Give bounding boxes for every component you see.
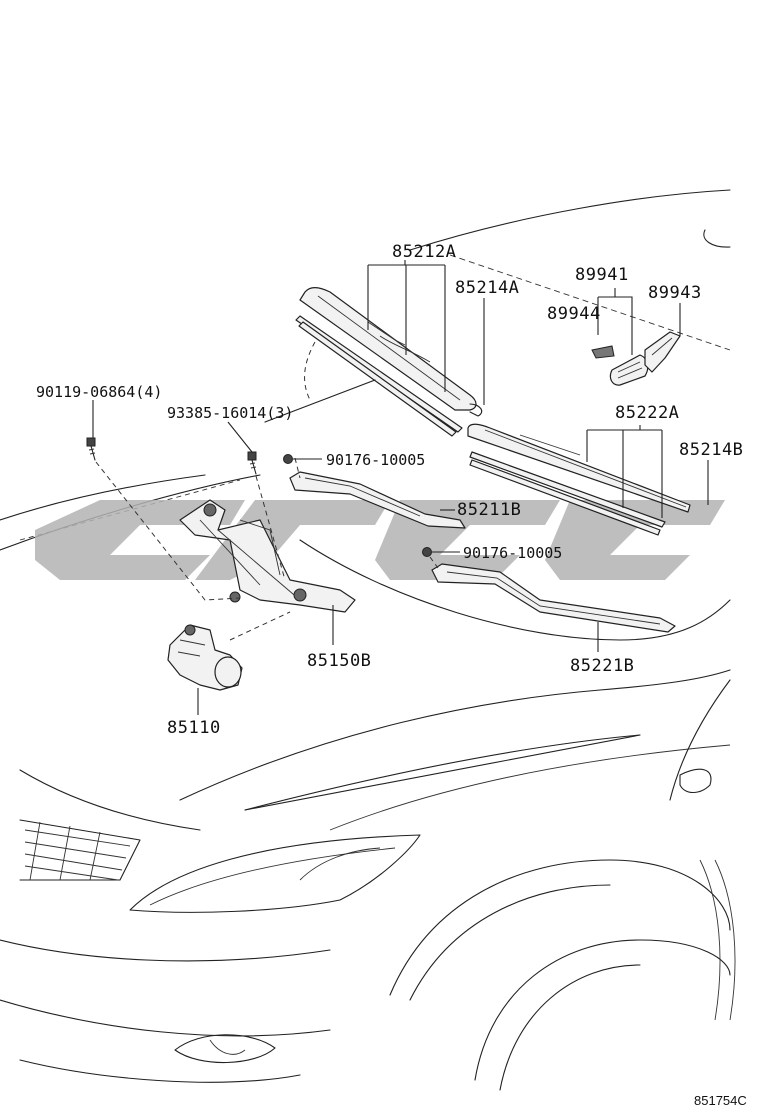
label-90176-b[interactable]: 90176-10005 bbox=[463, 544, 562, 562]
label-85221B[interactable]: 85221B bbox=[570, 656, 634, 676]
car-body-outline bbox=[0, 189, 736, 1091]
clip-89941[interactable] bbox=[609, 354, 649, 386]
bolt-icon[interactable] bbox=[247, 451, 257, 475]
wiper-blade-insert-85214A[interactable] bbox=[469, 403, 483, 417]
label-85214A[interactable]: 85214A bbox=[455, 278, 519, 298]
wiper-arm-85211B[interactable] bbox=[289, 471, 466, 529]
label-85211B[interactable]: 85211B bbox=[457, 500, 521, 520]
label-85214B[interactable]: 85214B bbox=[679, 440, 743, 460]
label-89943[interactable]: 89943 bbox=[648, 283, 702, 303]
wiper-blade-85222A[interactable] bbox=[467, 423, 691, 536]
label-90119[interactable]: 90119-06864(4) bbox=[36, 383, 162, 401]
label-89944[interactable]: 89944 bbox=[547, 304, 601, 324]
diagram-reference-code: 851754C bbox=[694, 1093, 747, 1108]
nut-icon[interactable] bbox=[422, 547, 432, 557]
assembly-lines bbox=[95, 341, 439, 641]
nut-icon[interactable] bbox=[283, 454, 293, 464]
clip-89943[interactable] bbox=[644, 331, 681, 373]
wiper-motor-85110[interactable] bbox=[167, 624, 243, 691]
wiper-arm-85221B[interactable] bbox=[431, 563, 676, 633]
leader-lines bbox=[92, 260, 709, 715]
wiper-blade-85212A[interactable] bbox=[295, 286, 477, 437]
label-85110[interactable]: 85110 bbox=[167, 718, 221, 738]
label-90176-a[interactable]: 90176-10005 bbox=[326, 451, 425, 469]
label-89941[interactable]: 89941 bbox=[575, 265, 629, 285]
clip-89944[interactable] bbox=[591, 345, 615, 359]
label-85150B[interactable]: 85150B bbox=[307, 651, 371, 671]
wiper-linkage-85150B[interactable] bbox=[179, 499, 356, 613]
label-85222A[interactable]: 85222A bbox=[615, 403, 679, 423]
label-93385[interactable]: 93385-16014(3) bbox=[167, 404, 293, 422]
part-labels: 85212A 85214A 89941 89943 89944 90119-06… bbox=[36, 242, 747, 1108]
bolt-icon[interactable] bbox=[86, 437, 96, 461]
label-85212A[interactable]: 85212A bbox=[392, 242, 456, 262]
